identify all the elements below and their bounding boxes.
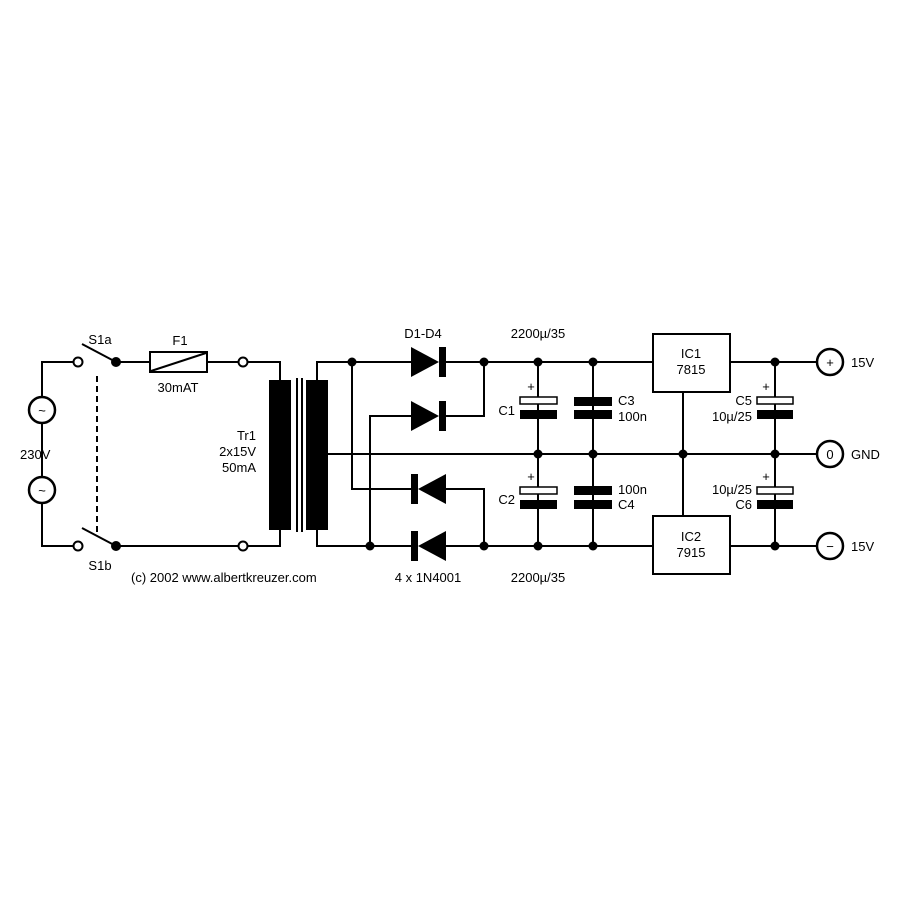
switch-s1b: S1b — [72, 527, 121, 573]
svg-text:0: 0 — [826, 447, 833, 462]
svg-text:10µ/25: 10µ/25 — [712, 482, 752, 497]
svg-text:30mAT: 30mAT — [158, 380, 199, 395]
source-voltage-label: 230V — [20, 447, 51, 462]
diodes-part-label: 4 x 1N4001 — [395, 570, 462, 585]
svg-text:2200µ/35: 2200µ/35 — [511, 326, 565, 341]
output-terminal-positive: + 15V — [815, 347, 874, 377]
svg-text:GND: GND — [851, 447, 880, 462]
svg-text:−: − — [826, 539, 834, 554]
capacitor-c2: + C2 2200µ/35 — [498, 469, 565, 585]
svg-text:15V: 15V — [851, 539, 874, 554]
diode-d3 — [411, 474, 446, 504]
svg-text:~: ~ — [38, 483, 46, 498]
svg-text:2200µ/35: 2200µ/35 — [511, 570, 565, 585]
svg-text:+: + — [762, 379, 770, 394]
svg-text:100n: 100n — [618, 409, 647, 424]
svg-text:7815: 7815 — [677, 362, 706, 377]
output-terminal-ground: 0 GND — [815, 439, 880, 469]
svg-text:7915: 7915 — [677, 545, 706, 560]
svg-text:+: + — [826, 355, 834, 370]
copyright-label: (c) 2002 www.albertkreuzer.com — [131, 570, 317, 585]
mains-wiring — [41, 361, 281, 547]
svg-text:2x15V: 2x15V — [219, 444, 256, 459]
svg-text:+: + — [527, 379, 535, 394]
junctions — [347, 357, 780, 551]
svg-text:15V: 15V — [851, 355, 874, 370]
terminal-fuse-out — [237, 356, 249, 368]
svg-text:IC1: IC1 — [681, 346, 701, 361]
capacitor-c3: C3 100n — [574, 393, 647, 424]
diode-d4 — [411, 531, 446, 561]
svg-text:50mA: 50mA — [222, 460, 256, 475]
svg-text:Tr1: Tr1 — [237, 428, 256, 443]
transformer-tr1: Tr1 2x15V 50mA — [219, 378, 328, 532]
diode-d1 — [411, 347, 446, 377]
svg-text:+: + — [527, 469, 535, 484]
svg-text:+: + — [762, 469, 770, 484]
capacitor-c5: + C5 10µ/25 — [712, 379, 794, 424]
fuse-f1: F1 30mAT — [149, 333, 208, 395]
diode-d2 — [411, 401, 446, 431]
capacitor-c4: 100n C4 — [574, 482, 647, 512]
capacitor-c6: + 10µ/25 C6 — [712, 469, 794, 512]
svg-text:IC2: IC2 — [681, 529, 701, 544]
svg-text:S1b: S1b — [88, 558, 111, 573]
svg-text:C3: C3 — [618, 393, 635, 408]
svg-text:C4: C4 — [618, 497, 635, 512]
ac-source-top: ~ — [27, 395, 57, 425]
svg-text:C6: C6 — [735, 497, 752, 512]
svg-text:C5: C5 — [735, 393, 752, 408]
regulator-ic1: IC1 7815 — [652, 333, 731, 393]
svg-text:S1a: S1a — [88, 332, 112, 347]
svg-text:C1: C1 — [498, 403, 515, 418]
rails — [316, 361, 817, 547]
diodes-label: D1-D4 — [404, 326, 442, 341]
regulator-ic2: IC2 7915 — [652, 515, 731, 575]
output-terminal-negative: − 15V — [815, 531, 874, 561]
capacitor-c1: + C1 2200µ/35 — [498, 326, 565, 419]
switch-s1a: S1a — [72, 332, 121, 368]
svg-text:100n: 100n — [618, 482, 647, 497]
terminal-neutral — [237, 540, 249, 552]
ac-source-bottom: ~ — [27, 475, 57, 505]
svg-text:C2: C2 — [498, 492, 515, 507]
svg-text:F1: F1 — [172, 333, 187, 348]
svg-text:10µ/25: 10µ/25 — [712, 409, 752, 424]
svg-text:~: ~ — [38, 403, 46, 418]
